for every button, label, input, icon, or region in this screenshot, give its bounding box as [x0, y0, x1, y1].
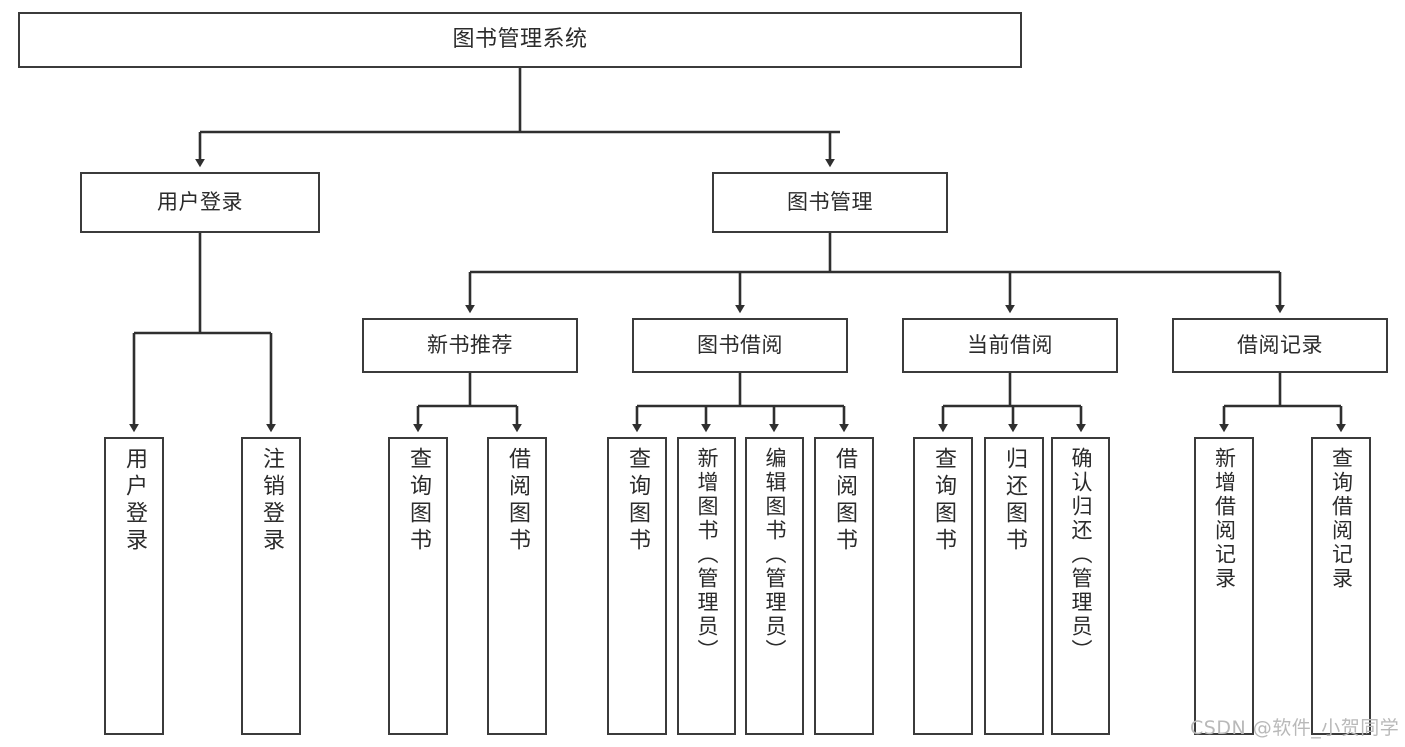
node-current-borrow[interactable]: 当前借阅 [902, 318, 1118, 373]
node-leaf-borrow-book-2-label: 借阅图书 [832, 447, 857, 555]
node-leaf-query-book-2-label: 查询图书 [625, 447, 650, 555]
node-root-label: 图书管理系统 [452, 27, 588, 53]
node-root[interactable]: 图书管理系统 [18, 12, 1022, 68]
node-leaf-query-book-1-label: 查询图书 [406, 447, 431, 555]
node-new-book-recommend-label: 新书推荐 [427, 333, 513, 358]
node-leaf-user-login[interactable]: 用户登录 [104, 437, 164, 735]
node-leaf-query-book-3-label: 查询图书 [931, 447, 956, 555]
node-borrow-record-label: 借阅记录 [1237, 333, 1323, 358]
node-leaf-confirm-return[interactable]: 确认归还（管理员） [1051, 437, 1110, 735]
node-user-login-label: 用户登录 [157, 190, 243, 215]
node-leaf-return-book[interactable]: 归还图书 [984, 437, 1044, 735]
node-leaf-add-record-label: 新增借阅记录 [1212, 447, 1237, 591]
node-leaf-add-book-label: 新增图书（管理员） [695, 447, 719, 663]
node-leaf-add-book[interactable]: 新增图书（管理员） [677, 437, 736, 735]
node-leaf-user-login-label: 用户登录 [122, 447, 147, 555]
node-leaf-query-book-1[interactable]: 查询图书 [388, 437, 448, 735]
node-new-book-recommend[interactable]: 新书推荐 [362, 318, 578, 373]
node-leaf-add-record[interactable]: 新增借阅记录 [1194, 437, 1254, 735]
node-leaf-confirm-return-label: 确认归还（管理员） [1069, 447, 1093, 663]
node-leaf-query-record[interactable]: 查询借阅记录 [1311, 437, 1371, 735]
node-leaf-logout-login[interactable]: 注销登录 [241, 437, 301, 735]
node-book-borrow-label: 图书借阅 [697, 333, 783, 358]
node-leaf-query-record-label: 查询借阅记录 [1329, 447, 1354, 591]
node-borrow-record[interactable]: 借阅记录 [1172, 318, 1388, 373]
node-leaf-return-book-label: 归还图书 [1002, 447, 1027, 555]
node-leaf-edit-book[interactable]: 编辑图书（管理员） [745, 437, 804, 735]
node-leaf-borrow-book-1-label: 借阅图书 [505, 447, 530, 555]
node-user-login[interactable]: 用户登录 [80, 172, 320, 233]
node-book-management-label: 图书管理 [787, 190, 873, 215]
node-leaf-logout-login-label: 注销登录 [259, 447, 284, 555]
node-leaf-query-book-3[interactable]: 查询图书 [913, 437, 973, 735]
node-leaf-borrow-book-1[interactable]: 借阅图书 [487, 437, 547, 735]
node-leaf-query-book-2[interactable]: 查询图书 [607, 437, 667, 735]
node-leaf-edit-book-label: 编辑图书（管理员） [763, 447, 787, 663]
watermark-text: CSDN @软件_小贺同学 [1190, 717, 1400, 739]
node-current-borrow-label: 当前借阅 [967, 333, 1053, 358]
node-book-management[interactable]: 图书管理 [712, 172, 948, 233]
node-leaf-borrow-book-2[interactable]: 借阅图书 [814, 437, 874, 735]
node-book-borrow[interactable]: 图书借阅 [632, 318, 848, 373]
